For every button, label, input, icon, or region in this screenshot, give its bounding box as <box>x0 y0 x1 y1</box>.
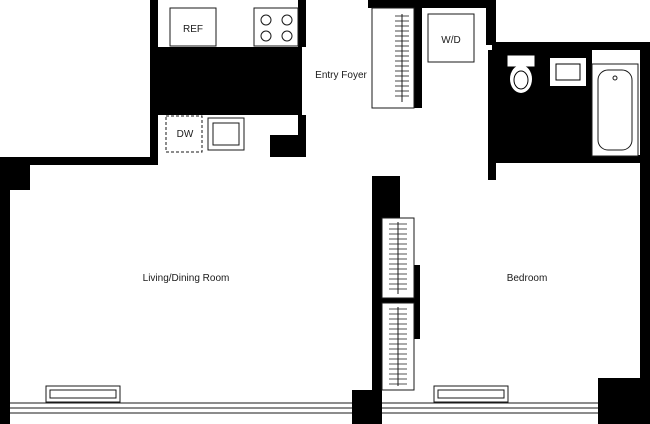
bathtub <box>591 63 639 157</box>
living-room-label: Living/Dining Room <box>143 273 230 284</box>
kitchen-right-wall-upper <box>298 0 306 47</box>
burner-icon <box>281 30 293 42</box>
bathroom-sink <box>550 58 586 86</box>
bath-top-wall <box>492 42 650 50</box>
kitchen-counter-block <box>158 47 302 115</box>
living-bottom-right-pillar <box>352 390 382 424</box>
heating-unit-inner <box>49 389 117 399</box>
bathtub-inner <box>597 69 633 151</box>
washer-dryer <box>427 13 475 63</box>
closet-right-wall <box>414 8 422 108</box>
living-window <box>10 402 352 414</box>
dishwasher <box>165 115 203 153</box>
bathroom-fixtures <box>507 55 639 157</box>
living-top-wall <box>0 157 150 165</box>
drain-icon <box>612 75 618 81</box>
toilet-tank <box>507 55 535 67</box>
bath-right-wall <box>640 42 650 424</box>
living-left-wall <box>0 157 10 424</box>
refrigerator-label: REF <box>183 24 203 35</box>
living-bedroom-partition <box>372 176 382 424</box>
kitchen-right-pillar <box>270 135 306 157</box>
living-top-left-pillar <box>10 165 30 190</box>
burner-icon <box>281 14 293 26</box>
washer-dryer-label: W/D <box>441 35 460 46</box>
burner-icon <box>260 30 272 42</box>
kitchen-sink-basin <box>212 122 240 146</box>
bedroom-window <box>382 402 598 414</box>
kitchen-left-wall <box>150 0 158 165</box>
burner-icon <box>260 14 272 26</box>
bath-bottom-wall <box>488 155 640 163</box>
foyer-top-wall <box>368 0 494 8</box>
refrigerator <box>169 7 217 47</box>
closet-divider-horizontal <box>382 298 418 303</box>
cooktop <box>253 7 299 47</box>
foyer-label: Entry Foyer <box>315 70 367 81</box>
closet-hanger-rod <box>395 14 409 102</box>
foyer: Entry Foyer W/D <box>315 7 475 109</box>
bathroom-sink-basin <box>555 63 581 81</box>
bedroom-bottom-right-pillar <box>598 378 640 424</box>
bedroom-label: Bedroom <box>507 273 548 284</box>
bath-left-wall <box>488 50 496 180</box>
bedroom: Bedroom <box>381 217 598 414</box>
kitchen-fixtures: REF DW <box>165 7 299 153</box>
heating-unit <box>45 385 121 403</box>
living-dining-room: Living/Dining Room <box>10 273 352 414</box>
heating-unit <box>433 385 509 403</box>
toilet-seat <box>513 70 529 90</box>
heating-unit-inner <box>437 389 505 399</box>
wd-right-wall <box>486 0 496 45</box>
foyer-closet <box>371 7 415 109</box>
closet-hanger-rod <box>389 307 407 386</box>
dishwasher-label: DW <box>177 129 194 140</box>
closet-hanger-rod <box>389 222 407 294</box>
